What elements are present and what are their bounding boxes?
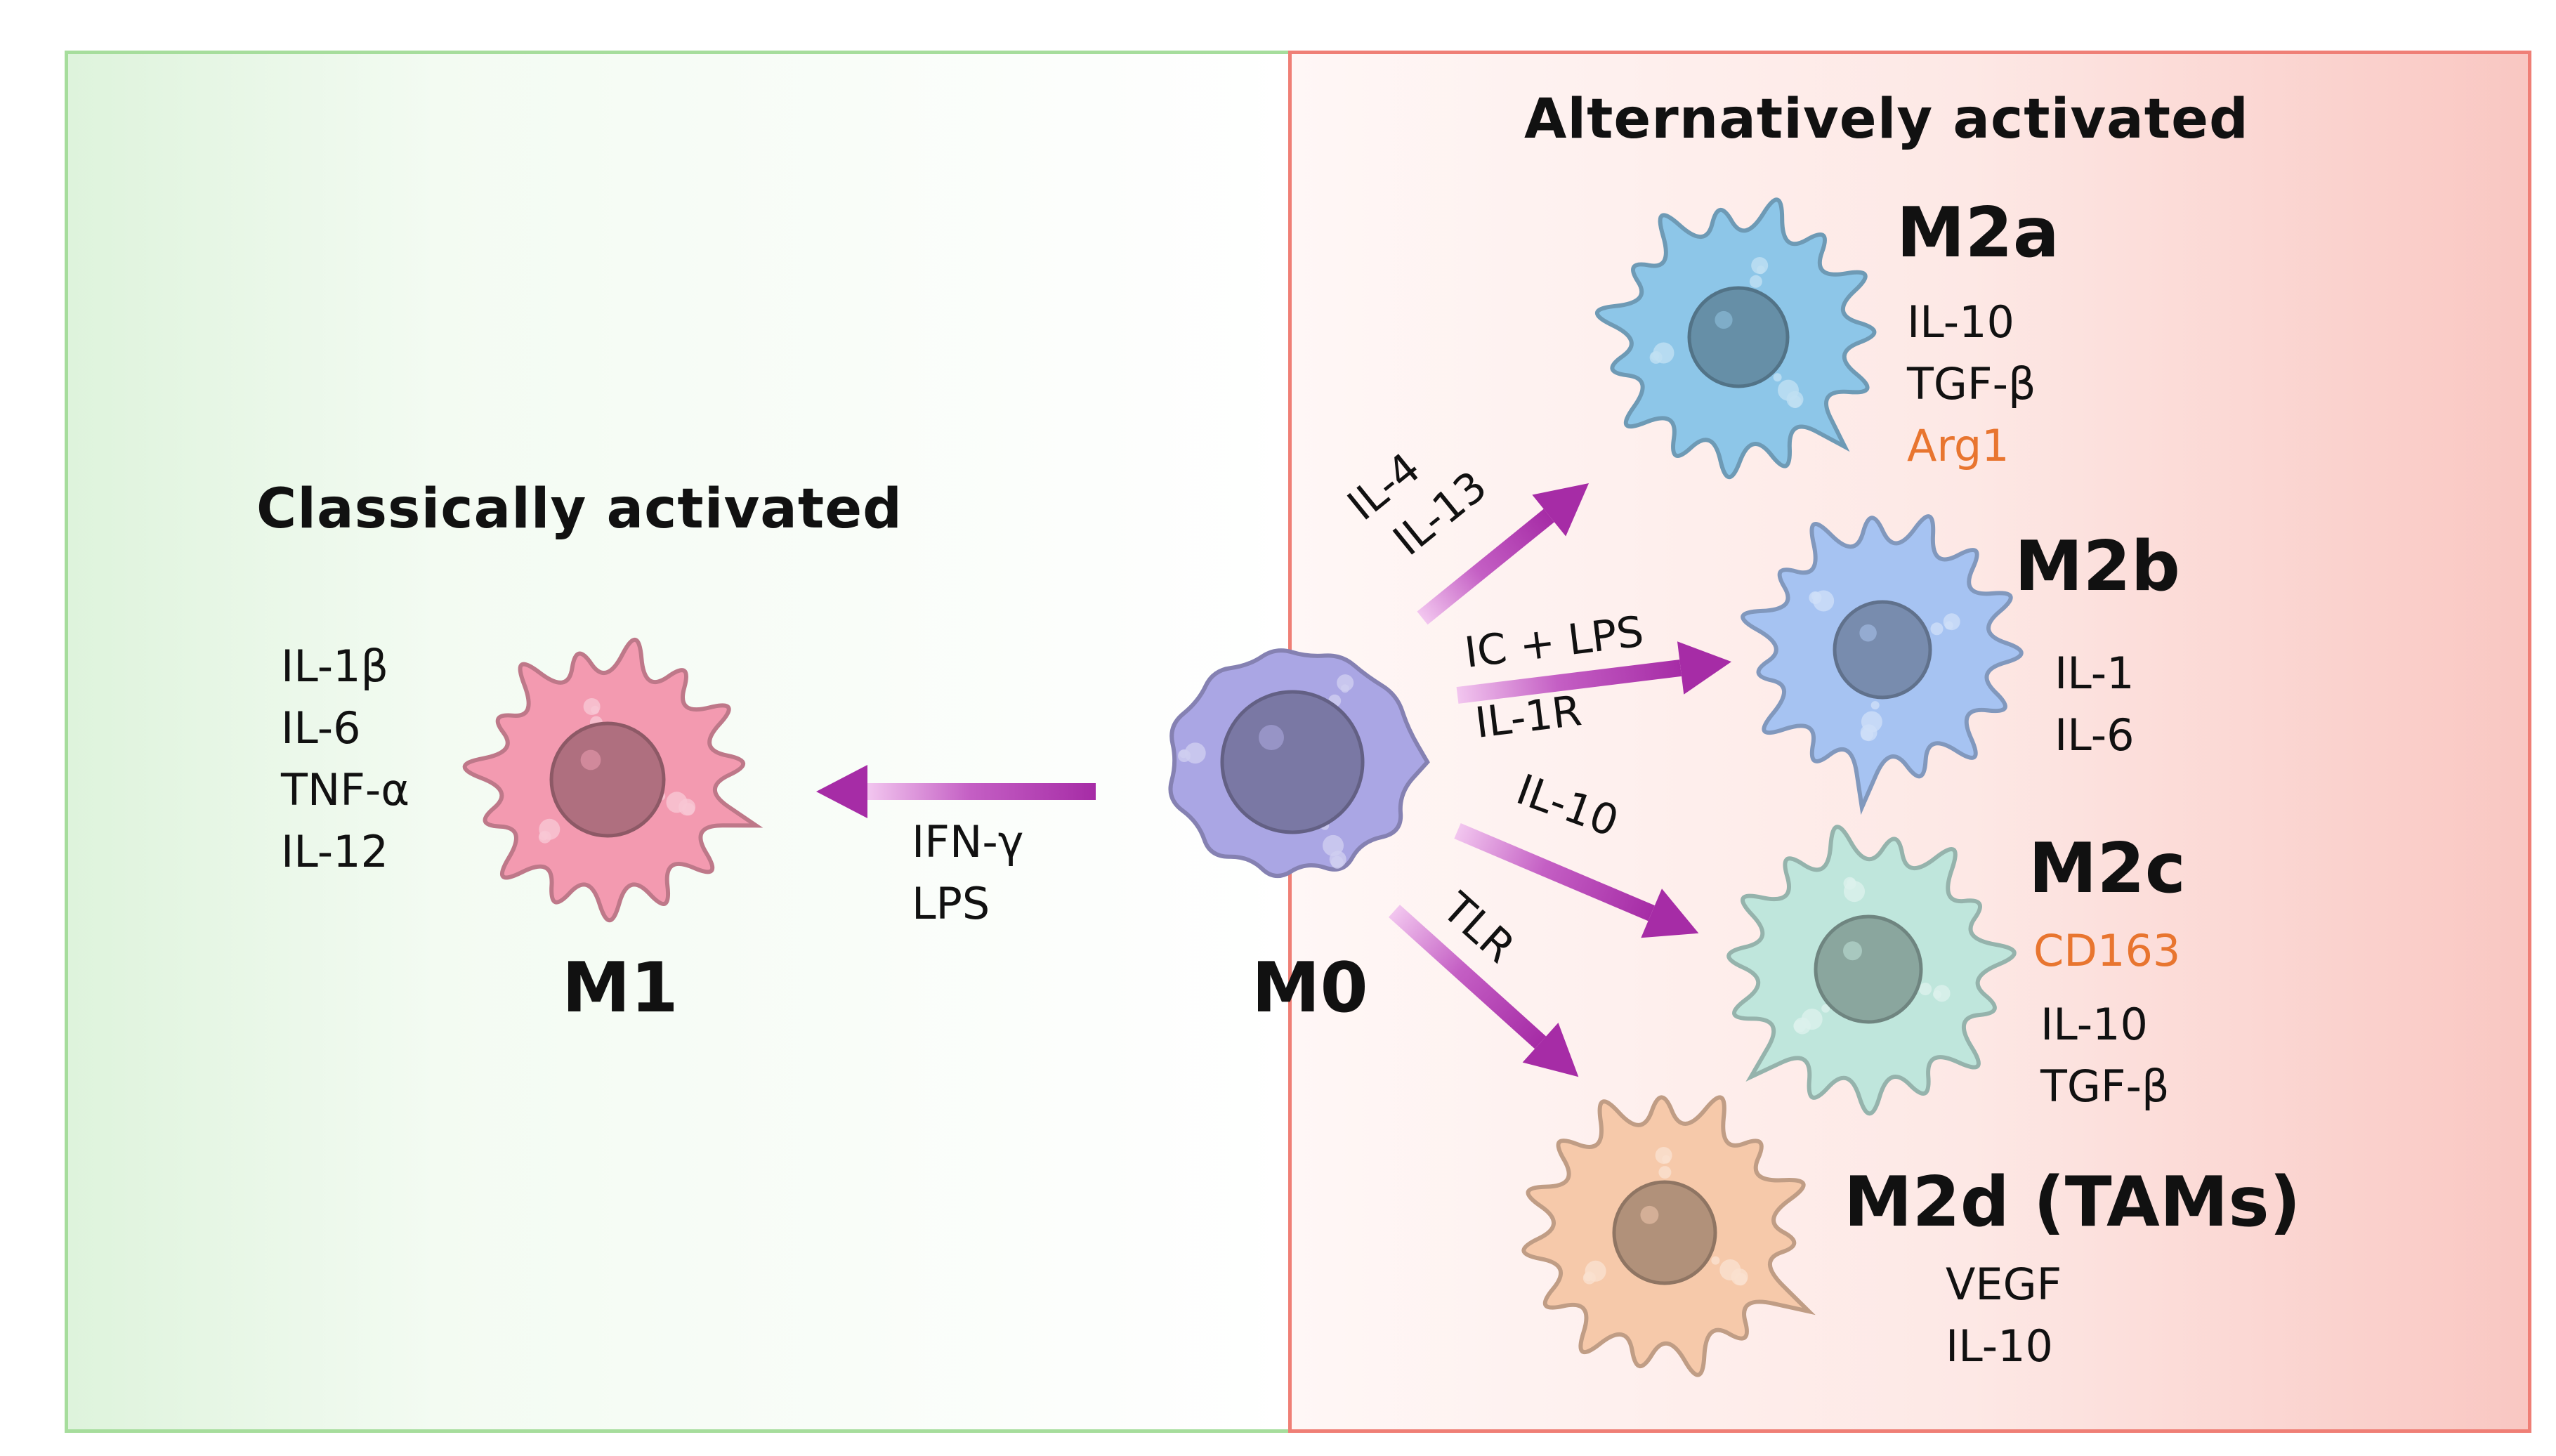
m2a-label: M2a — [1896, 193, 2059, 273]
m2b-marker: IL-6 — [2054, 709, 2135, 761]
m2d-macrophage-icon — [1521, 1095, 1816, 1377]
arrow-m0-to-m2d — [1388, 905, 1579, 1077]
m0-macrophage-icon — [1168, 648, 1430, 878]
classical-heading: Classically activated — [256, 478, 903, 541]
m2a-macrophage-icon — [1594, 197, 1877, 480]
m2c-label: M2c — [2029, 829, 2186, 909]
stimulus-label: IFN-γ — [912, 816, 1024, 867]
m2b-marker-list: IL-1 IL-6 — [2054, 643, 2135, 766]
m0-label: M0 — [1252, 948, 1368, 1028]
m2d-marker-list: VEGF IL-10 — [1946, 1254, 2062, 1377]
m2a-marker: IL-10 — [1907, 296, 2015, 348]
m2c-marker-list: IL-10 TGF-β — [2040, 994, 2170, 1117]
m1-marker: IL-1β — [281, 641, 389, 692]
m2c-highlight-marker: CD163 — [2033, 925, 2181, 976]
m1-stimuli: IFN-γ LPS — [912, 811, 1023, 935]
arrow-m0-to-m2c — [1454, 822, 1699, 938]
m2b-label: M2b — [2014, 527, 2180, 607]
m1-marker: IL-6 — [281, 702, 361, 754]
m1-marker-list: IL-1β IL-6 TNF-α IL-12 — [281, 636, 409, 883]
m1-marker: TNF-α — [281, 764, 410, 815]
m2c-macrophage-icon — [1726, 825, 2017, 1116]
arrow-m0-to-m2b — [1456, 641, 1732, 704]
m1-marker: IL-12 — [281, 826, 389, 877]
m2c-marker: TGF-β — [2040, 1061, 2170, 1112]
arrow-m0-to-m1 — [816, 765, 1096, 818]
m2d-label: M2d (TAMs) — [1844, 1162, 2301, 1242]
alternative-heading: Alternatively activated — [1524, 88, 2249, 151]
m2a-marker: TGF-β — [1907, 358, 2036, 409]
m2d-marker: IL-10 — [1946, 1320, 2054, 1372]
m1-label: M1 — [562, 948, 679, 1028]
arrow-m0-to-m2a — [1417, 483, 1590, 625]
m2a-highlight-marker: Arg1 — [1907, 420, 2010, 471]
stimulus-label: LPS — [912, 878, 990, 929]
m2d-marker: VEGF — [1946, 1259, 2062, 1310]
m2b-marker: IL-1 — [2054, 648, 2135, 699]
m2b-macrophage-icon — [1741, 514, 2024, 815]
m2a-marker-list: IL-10 TGF-β Arg1 — [1907, 291, 2036, 477]
m2c-marker: IL-10 — [2040, 999, 2149, 1050]
m1-macrophage-icon — [462, 637, 763, 923]
